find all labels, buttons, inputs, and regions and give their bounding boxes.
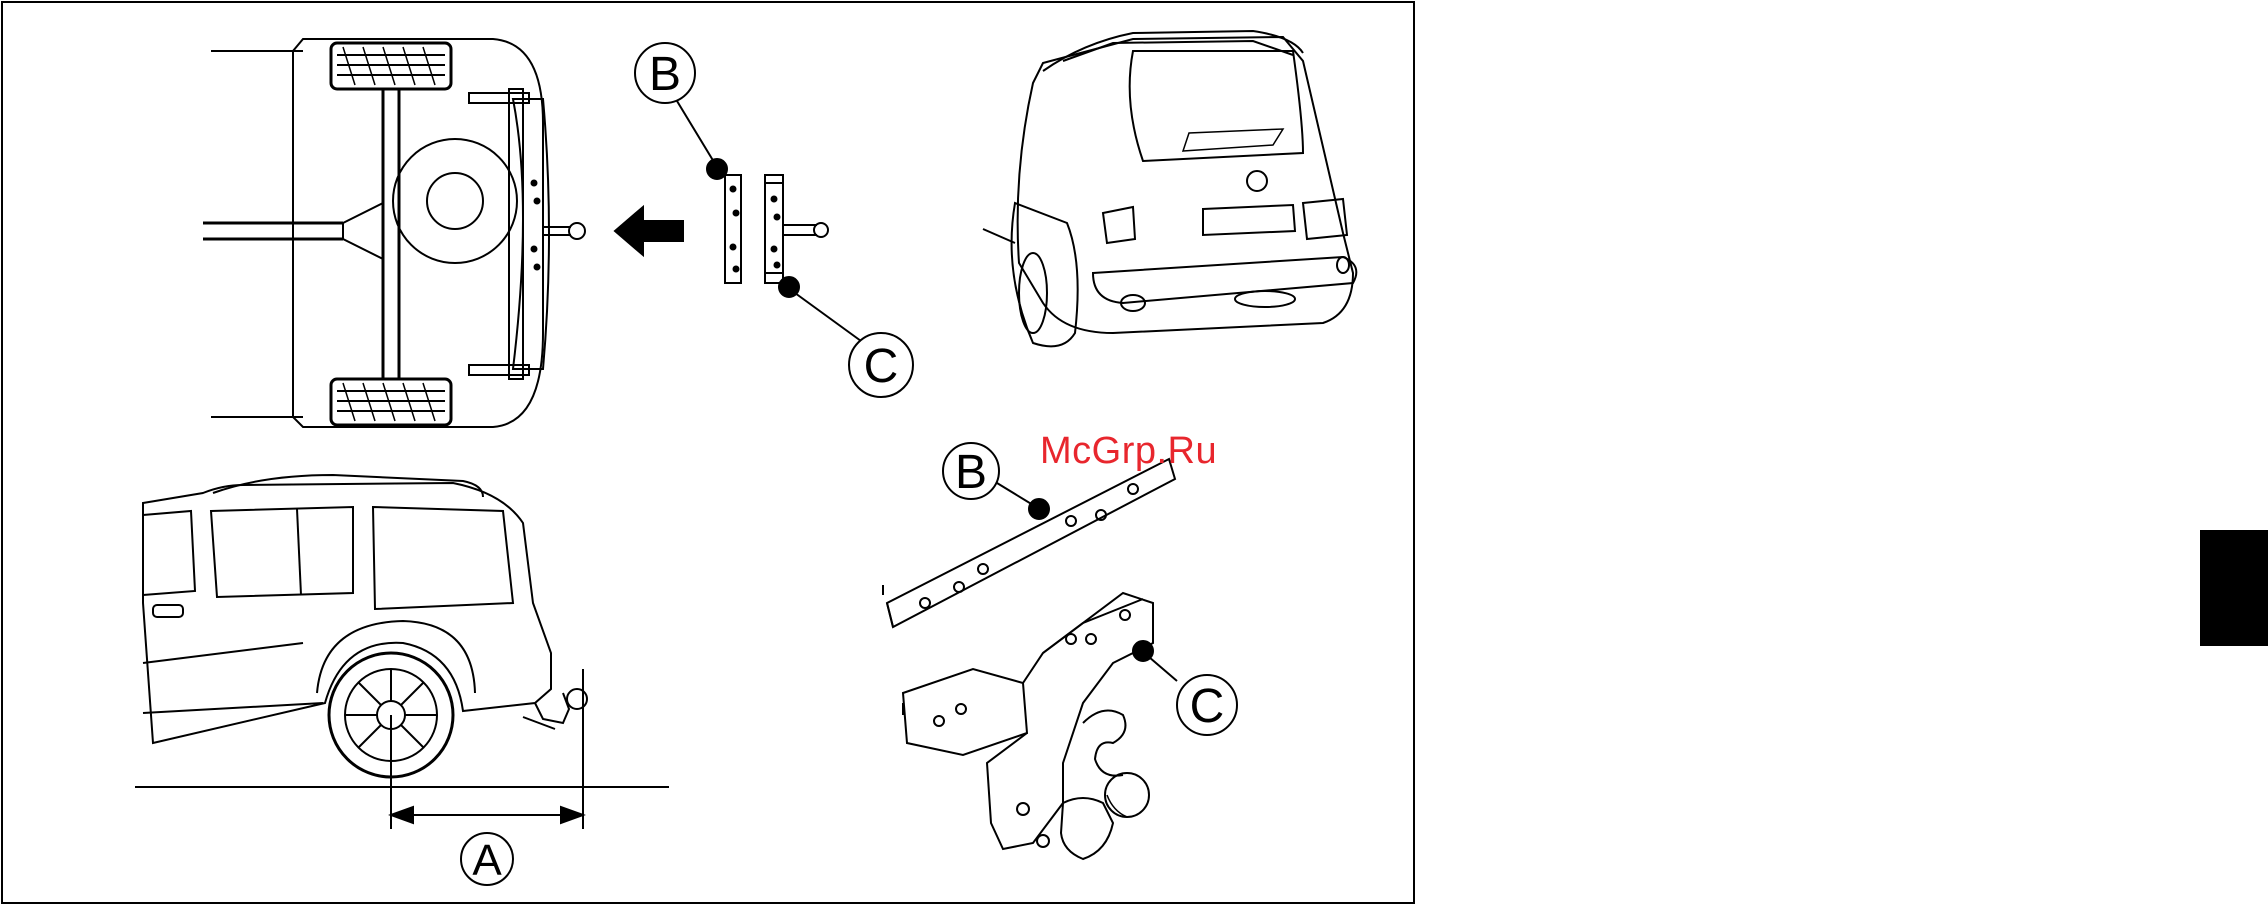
callout-c-top-label: C (864, 340, 899, 393)
callout-a-label: A (472, 836, 502, 885)
tow-bar-assembly (883, 459, 1175, 859)
callout-c-top: C (779, 277, 913, 397)
callout-b-bottom-label: B (955, 446, 987, 499)
callout-a: A (461, 833, 513, 885)
side-tab-marker (2200, 530, 2268, 646)
vehicle-rear-view (983, 31, 1356, 346)
bracket-plates-exploded (725, 175, 828, 283)
callout-c-bottom: C (1133, 641, 1237, 735)
vehicle-underside-view (203, 39, 585, 427)
arrow-left-icon (615, 207, 683, 255)
watermark-text: McGrp.Ru (1040, 430, 1217, 473)
vehicle-side-view (135, 475, 669, 829)
callout-b-top-label: B (649, 48, 681, 101)
callout-b-bottom: B (943, 443, 1049, 519)
callout-b-top: B (635, 43, 727, 179)
callout-c-bottom-label: C (1190, 680, 1225, 733)
